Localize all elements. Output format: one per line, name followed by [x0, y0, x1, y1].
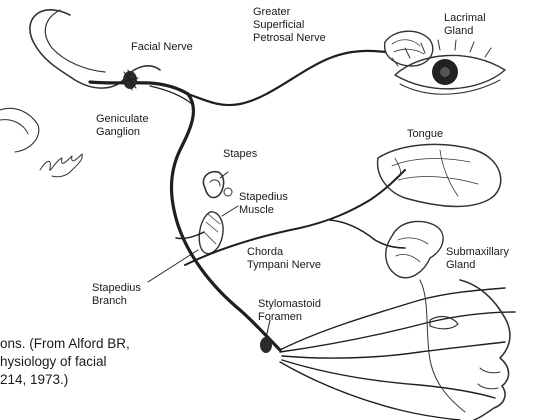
label-lacrimal-line-2: Gland: [444, 25, 486, 38]
geniculate-ganglion: [122, 70, 138, 90]
label-geniculate-ganglion: Geniculate Ganglion: [96, 113, 149, 139]
submaxillary-gland: [386, 221, 443, 277]
label-stylomastoid-line-2: Foramen: [258, 311, 321, 324]
label-stapes: Stapes: [223, 148, 257, 161]
label-stapedius-muscle: Stapedius Muscle: [239, 191, 288, 217]
label-lacrimal-gland: Lacrimal Gland: [444, 12, 486, 38]
label-gspn-line-2: Superficial: [253, 19, 326, 32]
label-gspn-line-1: Greater: [253, 6, 326, 19]
label-chorda-line-1: Chorda: [247, 246, 321, 259]
label-chorda-tympani-nerve: Chorda Tympani Nerve: [247, 246, 321, 272]
greater-superficial-petrosal-nerve: [188, 51, 385, 105]
lacrimal-gland: [385, 31, 433, 66]
label-gspn-line-3: Petrosal Nerve: [253, 32, 326, 45]
label-facial-nerve: Facial Nerve: [131, 41, 193, 54]
label-submaxillary-line-2: Gland: [446, 259, 509, 272]
label-geniculate-line-2: Ganglion: [96, 126, 149, 139]
label-stapedius-branch-line-2: Branch: [92, 295, 141, 308]
label-greater-superficial-petrosal-nerve: Greater Superficial Petrosal Nerve: [253, 6, 326, 45]
stapedius-branch-pointer: [148, 250, 198, 282]
artist-signature: [40, 154, 82, 177]
stapes: [203, 172, 232, 198]
label-stapedius-branch: Stapedius Branch: [92, 282, 141, 308]
tongue: [378, 144, 501, 206]
label-stylomastoid-line-1: Stylomastoid: [258, 298, 321, 311]
label-submaxillary-gland: Submaxillary Gland: [446, 246, 509, 272]
caption-line-2: hysiology of facial: [0, 353, 250, 371]
caption-line-1: ons. (From Alford BR,: [0, 335, 250, 353]
caption-line-3: 214, 1973.): [0, 371, 250, 389]
label-stylomastoid-foramen: Stylomastoid Foramen: [258, 298, 321, 324]
stapedius-muscle-pointer: [222, 206, 238, 216]
figure-caption: ons. (From Alford BR, hysiology of facia…: [0, 335, 250, 389]
eye: [392, 40, 505, 94]
label-geniculate-line-1: Geniculate: [96, 113, 149, 126]
label-submaxillary-line-1: Submaxillary: [446, 246, 509, 259]
stylomastoid-foramen: [260, 320, 272, 353]
label-tongue: Tongue: [407, 128, 443, 141]
label-chorda-line-2: Tympani Nerve: [247, 259, 321, 272]
label-lacrimal-line-1: Lacrimal: [444, 12, 486, 25]
label-stapedius-muscle-line-2: Muscle: [239, 204, 288, 217]
label-stapedius-muscle-line-1: Stapedius: [239, 191, 288, 204]
label-stapedius-branch-line-1: Stapedius: [92, 282, 141, 295]
